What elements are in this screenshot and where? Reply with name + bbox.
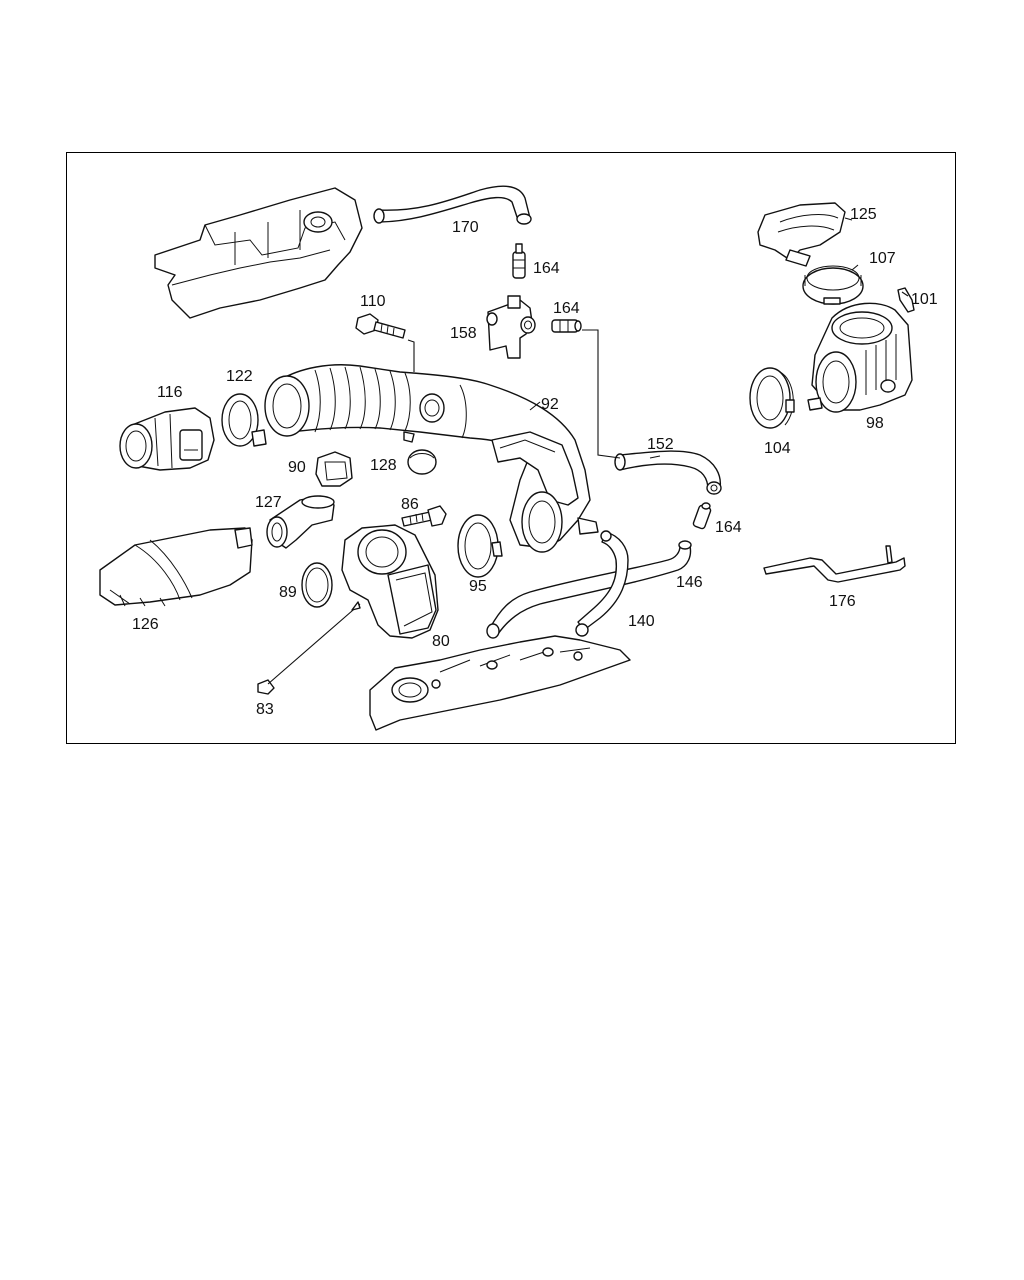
callout-label: 83: [256, 701, 274, 718]
cap-part-128: [407, 449, 437, 475]
air-housing-part-98: [807, 302, 913, 413]
t-piece-part-158: [486, 295, 536, 359]
callout-label: 152: [647, 436, 674, 453]
diagram-frame: [66, 152, 956, 744]
callout-label: 80: [432, 633, 450, 650]
connector-part-164-top: [512, 243, 526, 279]
pipe-part-176: [763, 545, 906, 583]
callout-label: 95: [469, 578, 487, 595]
callout-label: 98: [866, 415, 884, 432]
bolt-part-110: [355, 313, 406, 339]
gasket-part-89: [301, 562, 333, 608]
engine-cover-part-126: [99, 527, 253, 607]
callout-label: 89: [279, 584, 297, 601]
clamp-part-122: [221, 393, 267, 447]
callout-label: 164: [533, 260, 560, 277]
callout-label: 107: [869, 250, 896, 267]
callout-label: 92: [541, 396, 559, 413]
ring-part-104: [749, 367, 795, 429]
callout-label: 158: [450, 325, 477, 342]
intake-manifold-part: [369, 635, 631, 731]
connector-part-164-middle: [551, 319, 582, 333]
elbow-part-127: [266, 495, 335, 549]
callout-label: 146: [676, 574, 703, 591]
cylinder-head-cover-part: [154, 187, 363, 319]
clip-part-101: [897, 287, 915, 313]
ring-part-107: [802, 265, 864, 305]
callout-label: 110: [360, 293, 386, 310]
callout-label: 86: [401, 496, 419, 513]
callout-label: 140: [628, 613, 655, 630]
callout-label: 126: [132, 616, 159, 633]
callout-label: 164: [553, 300, 580, 317]
callout-label: 101: [911, 291, 938, 308]
intake-duct-part-92: [264, 364, 599, 553]
fastener-part-83: [257, 601, 361, 695]
callout-label: 128: [370, 457, 397, 474]
clamp-part-125: [757, 202, 846, 267]
air-mass-sensor-part-116: [119, 407, 215, 471]
leader-lines: [407, 217, 909, 459]
callout-label: 125: [850, 206, 877, 223]
callout-label: 164: [715, 519, 742, 536]
bolt-part-86: [401, 505, 447, 527]
hose-part-152: [614, 450, 722, 495]
throttle-body-part-80: [341, 524, 439, 639]
callout-labels: 170 164 110 158 164 125 107 101 116 122 …: [132, 206, 938, 718]
callout-label: 104: [764, 440, 791, 457]
component-part-90: [315, 451, 353, 487]
hose-part-146: [486, 540, 692, 639]
callout-label: 116: [157, 384, 183, 401]
callout-label: 176: [829, 593, 856, 610]
ring-part-95: [457, 514, 503, 578]
hose-part-170: [373, 185, 532, 225]
callout-label: 170: [452, 219, 479, 236]
callout-label: 90: [288, 459, 306, 476]
callout-label: 122: [226, 368, 253, 385]
hose-part-140: [575, 530, 629, 637]
callout-label: 127: [255, 494, 282, 511]
connector-part-164-lower: [692, 502, 712, 530]
